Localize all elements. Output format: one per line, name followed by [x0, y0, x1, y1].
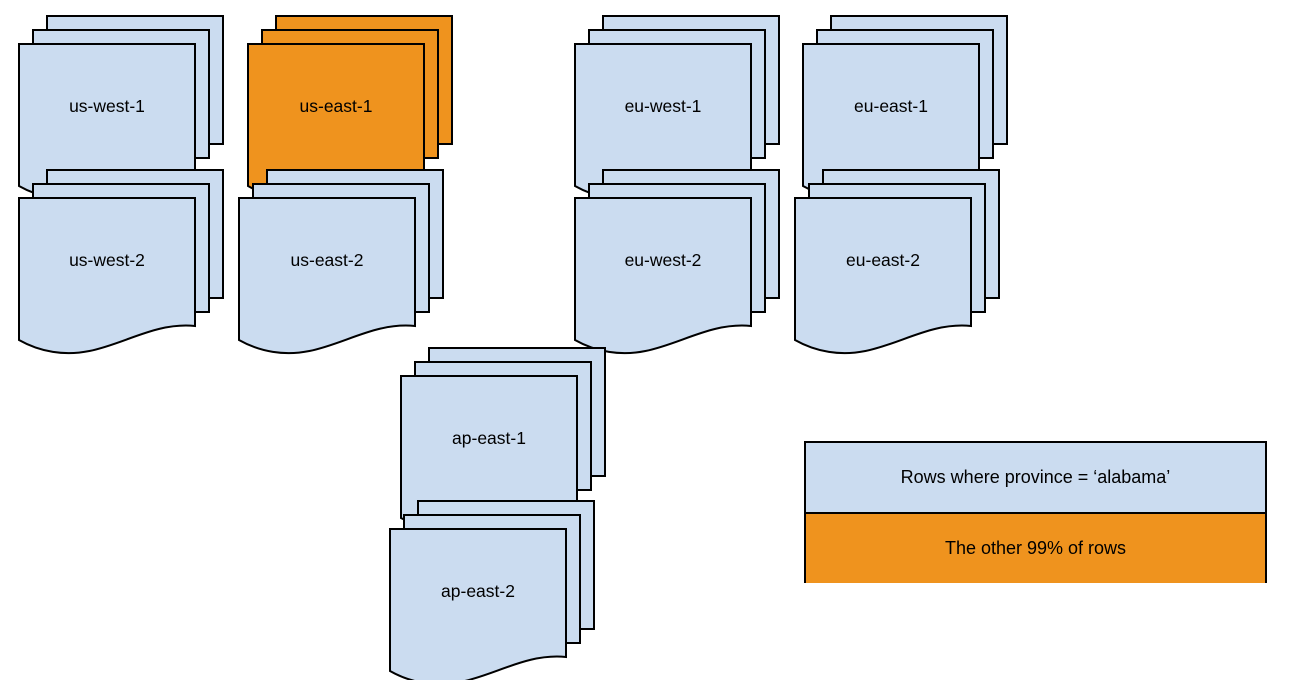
front-sheet-us-west-2: [18, 197, 196, 355]
stack-sheets-eu-east-2: [794, 169, 1000, 355]
stack-sheets-ap-east-1: [400, 347, 606, 533]
legend-orange: The other 99% of rows: [806, 514, 1265, 583]
legend-orange-label: The other 99% of rows: [944, 538, 1127, 558]
stack-sheets-eu-west-2: [574, 169, 780, 355]
legend-blue: Rows where province = ‘alabama’: [806, 443, 1265, 514]
front-sheet-eu-west-2: [574, 197, 752, 355]
region-stack-ap-east-1[interactable]: ap-east-1: [400, 347, 606, 533]
stack-sheets-eu-west-1: [574, 15, 780, 201]
stack-sheets-us-east-1: [247, 15, 453, 201]
front-sheet-ap-east-2: [389, 528, 567, 680]
region-stack-us-east-2[interactable]: us-east-2: [238, 169, 444, 355]
region-stack-us-west-1[interactable]: us-west-1: [18, 15, 224, 201]
front-sheet-eu-east-2: [794, 197, 972, 355]
region-stack-ap-east-2[interactable]: ap-east-2: [389, 500, 595, 680]
stack-sheets-ap-east-2: [389, 500, 595, 680]
region-stack-eu-east-1[interactable]: eu-east-1: [802, 15, 1008, 201]
region-stack-us-west-2[interactable]: us-west-2: [18, 169, 224, 355]
stack-sheets-us-east-2: [238, 169, 444, 355]
stack-sheets-us-west-1: [18, 15, 224, 201]
legend-blue-label: Rows where province = ‘alabama’: [900, 467, 1171, 487]
front-sheet-us-east-2: [238, 197, 416, 355]
region-stack-us-east-1[interactable]: us-east-1: [247, 15, 453, 201]
legend: Rows where province = ‘alabama’ The other…: [804, 441, 1267, 583]
region-stack-eu-west-1[interactable]: eu-west-1: [574, 15, 780, 201]
stack-sheets-us-west-2: [18, 169, 224, 355]
stack-sheets-eu-east-1: [802, 15, 1008, 201]
region-stack-eu-east-2[interactable]: eu-east-2: [794, 169, 1000, 355]
region-stack-eu-west-2[interactable]: eu-west-2: [574, 169, 780, 355]
